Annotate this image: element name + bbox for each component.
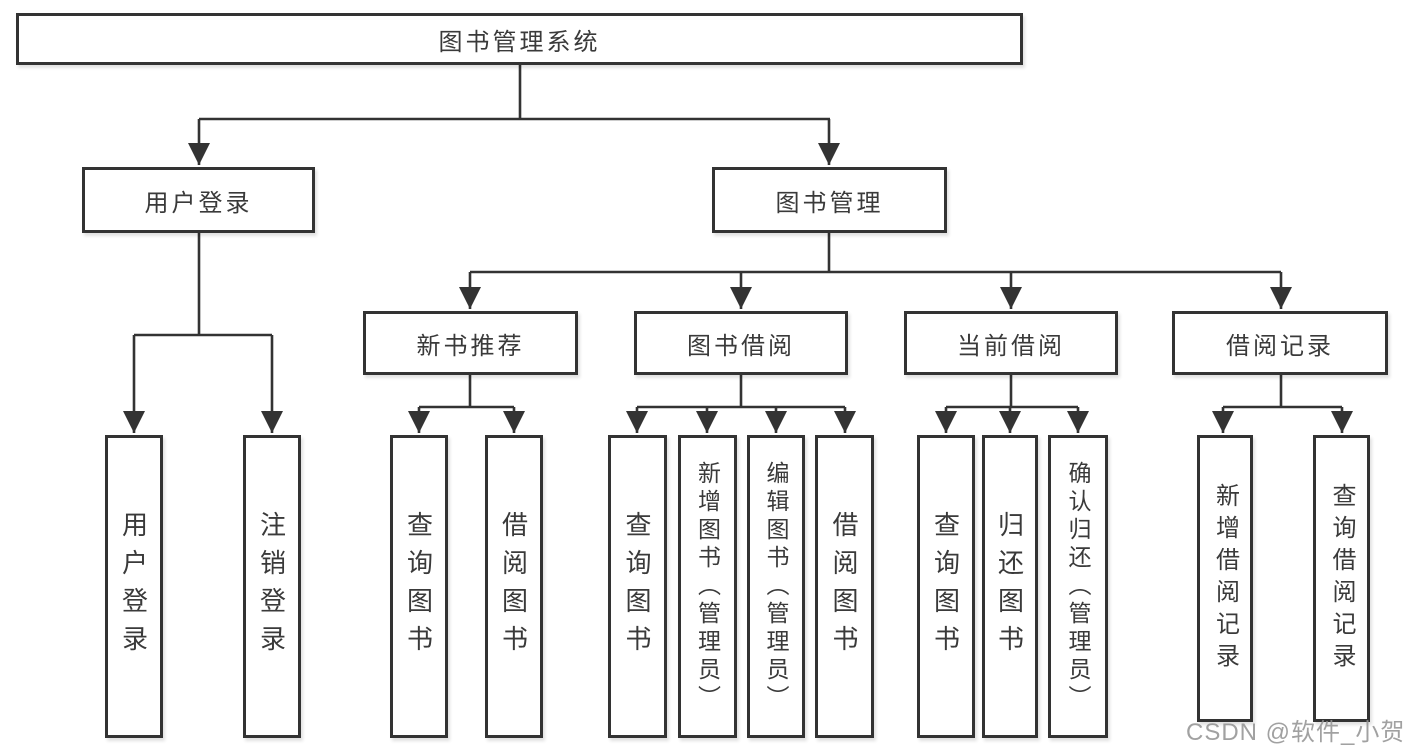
node-book-borrow-label: 图书借阅 (687, 332, 795, 360)
node-user-login-label: 用户登录 (144, 189, 253, 217)
leaf-logout: 注销登录 (243, 435, 301, 738)
node-root-system: 图书管理系统 (16, 13, 1023, 65)
leaf-confirm-return-admin: 确认归还（管理员） (1048, 435, 1108, 738)
leaf-current-query-books-label: 查询图书 (930, 510, 961, 663)
leaf-query-borrow-record: 查询借阅记录 (1313, 435, 1370, 722)
leaf-add-book-admin: 新增图书（管理员） (678, 435, 737, 738)
connector-group (123, 65, 1353, 433)
leaf-edit-book-admin: 编辑图书（管理员） (747, 435, 805, 738)
leaf-current-query-books: 查询图书 (917, 435, 975, 738)
leaf-return-books-label: 归还图书 (994, 510, 1025, 663)
leaf-borrow-query-books-label: 查询图书 (622, 510, 652, 663)
leaf-return-books: 归还图书 (982, 435, 1038, 738)
leaf-edit-book-admin-label: 编辑图书（管理员） (763, 460, 789, 713)
leaf-recommend-query-books: 查询图书 (390, 435, 448, 738)
leaf-recommend-query-books-label: 查询图书 (403, 510, 434, 663)
node-current-borrow-label: 当前借阅 (957, 332, 1065, 360)
leaf-borrow-books: 借阅图书 (815, 435, 874, 738)
leaf-borrow-books-label: 借阅图书 (829, 510, 859, 663)
node-book-management-label: 图书管理 (775, 189, 884, 217)
node-user-login: 用户登录 (82, 167, 315, 233)
leaf-add-borrow-record-label: 新增借阅记录 (1211, 482, 1239, 675)
node-book-management: 图书管理 (712, 167, 947, 233)
node-new-book-recommend: 新书推荐 (363, 311, 578, 375)
node-book-borrow: 图书借阅 (634, 311, 848, 375)
leaf-recommend-borrow-books-label: 借阅图书 (498, 510, 529, 663)
csdn-watermark: CSDN @软件_小贺同学 (1186, 719, 1405, 746)
node-new-book-recommend-label: 新书推荐 (416, 332, 525, 360)
leaf-add-borrow-record: 新增借阅记录 (1197, 435, 1253, 722)
node-borrow-records: 借阅记录 (1172, 311, 1388, 375)
leaf-query-borrow-record-label: 查询借阅记录 (1328, 482, 1355, 675)
leaf-recommend-borrow-books: 借阅图书 (485, 435, 543, 738)
leaf-confirm-return-admin-label: 确认归还（管理员） (1065, 460, 1091, 713)
leaf-borrow-query-books: 查询图书 (608, 435, 667, 738)
leaf-user-login-label: 用户登录 (118, 510, 149, 663)
leaf-add-book-admin-label: 新增图书（管理员） (694, 460, 721, 713)
node-borrow-records-label: 借阅记录 (1226, 332, 1334, 360)
leaf-logout-label: 注销登录 (256, 510, 287, 663)
node-current-borrow: 当前借阅 (904, 311, 1118, 375)
node-root-label: 图书管理系统 (438, 28, 601, 56)
leaf-user-login: 用户登录 (105, 435, 163, 738)
